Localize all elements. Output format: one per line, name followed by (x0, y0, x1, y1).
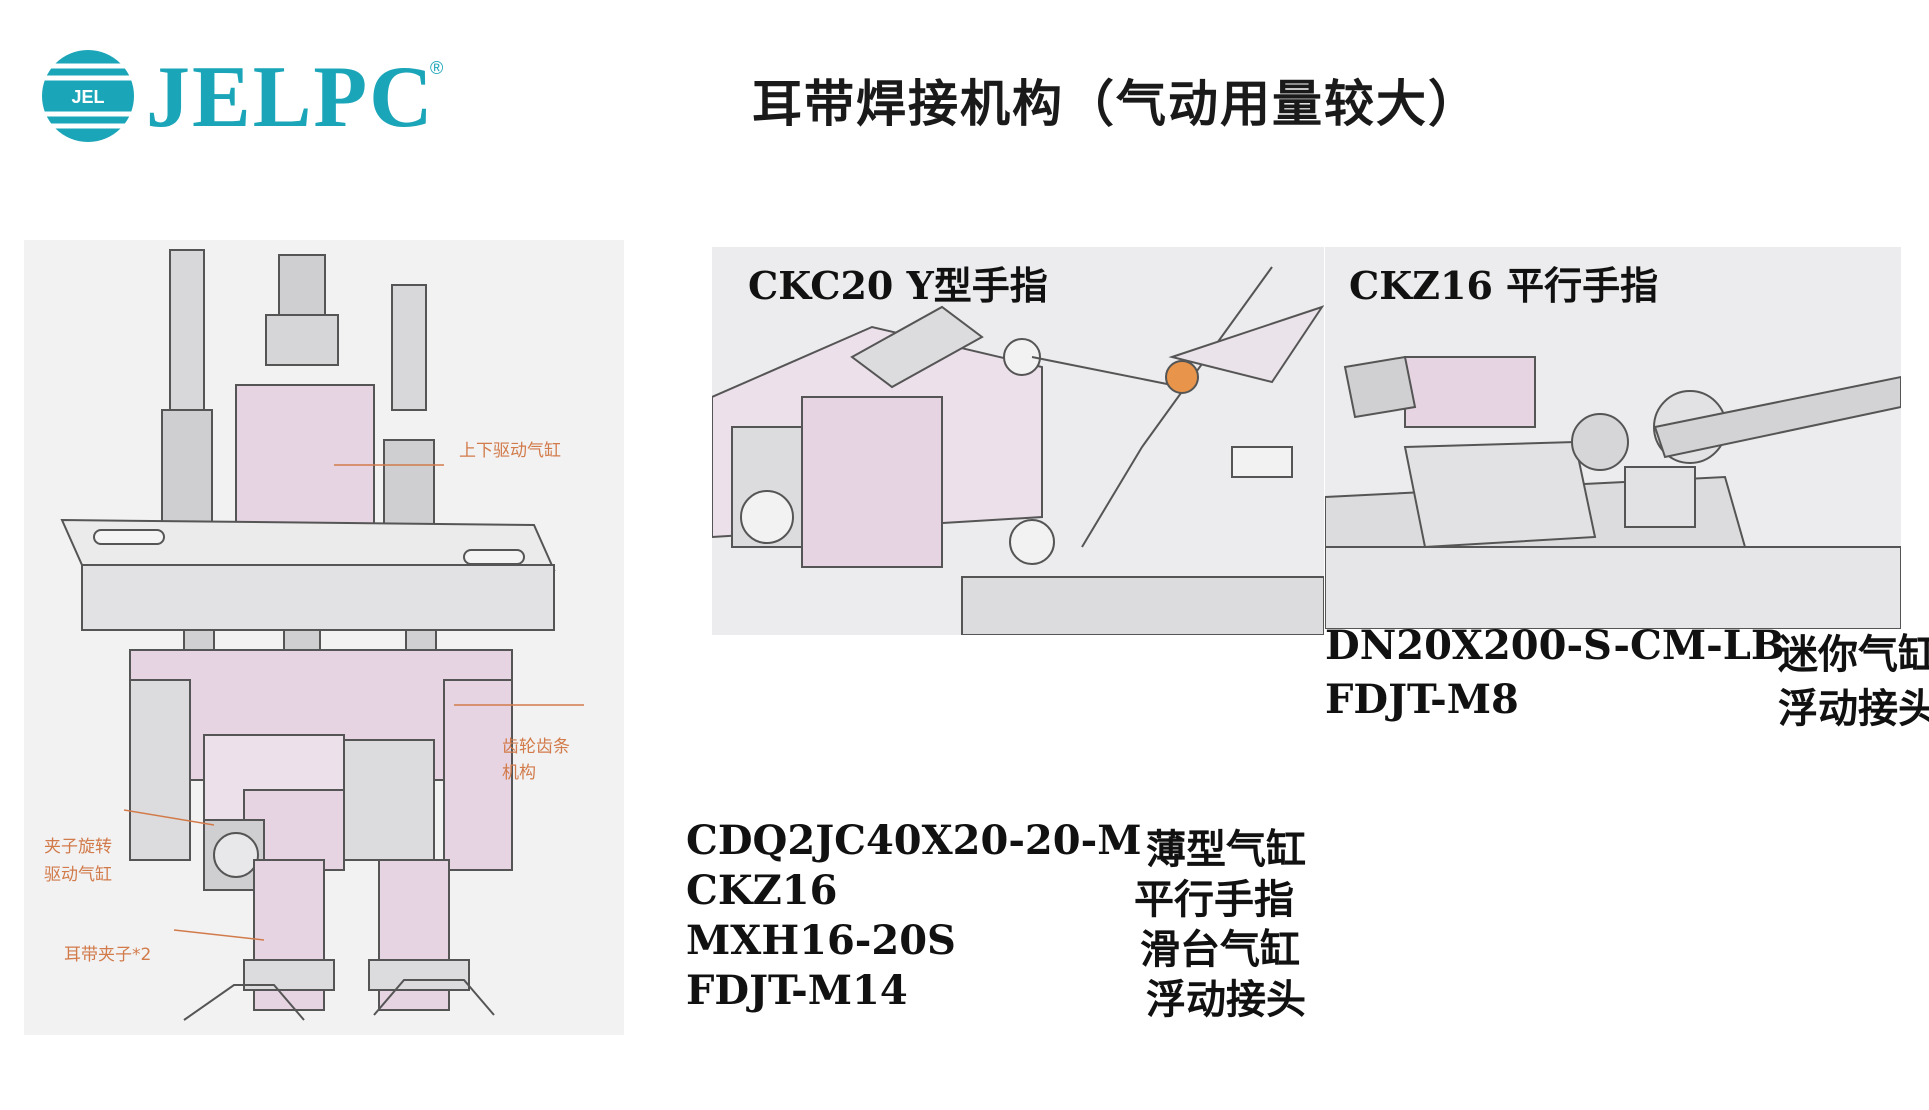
y-finger-drawing: CKC20 Y型手指 (712, 247, 1324, 635)
spec-model: MXH16-20S (686, 917, 956, 964)
spec-model: CDQ2JC40X20-20-M (686, 817, 1142, 864)
brand-logo: JEL JELPC ® (38, 44, 458, 146)
spec-name: 平行手指 (1134, 876, 1294, 923)
callout-gear-rack-line1: 齿轮齿条 (502, 737, 570, 757)
callout-clamp-rotate-line1: 夹子旋转 (44, 837, 112, 857)
page-title: 耳带焊接机构（气动用量较大） (752, 74, 1480, 133)
label-parallel-finger: CKZ16 平行手指 (1349, 263, 1659, 308)
spec-name: 薄型气缸 (1146, 826, 1306, 873)
logo-mark-letters: JEL (71, 87, 104, 107)
callout-ear-clamp: 耳带夹子*2 (64, 945, 152, 965)
parallel-finger-drawing: CKZ16 平行手指 (1325, 247, 1901, 629)
spec-name: 浮动接头 (1778, 685, 1929, 732)
registered-mark: ® (430, 58, 444, 78)
assembly-illustration (60, 249, 584, 1021)
spec-model: CKZ16 (686, 867, 838, 914)
logo-wordmark: JELPC (146, 49, 435, 146)
callout-clamp-rotate-line2: 驱动气缸 (44, 865, 112, 885)
callout-gear-rack-line2: 机构 (502, 763, 536, 783)
y-finger-illustration (712, 266, 1324, 635)
spec-model: FDJT-M14 (686, 967, 908, 1014)
callout-updown-cylinder: 上下驱动气缸 (459, 441, 561, 461)
spec-name: 滑台气缸 (1140, 926, 1300, 973)
spec-model: FDJT-M8 (1325, 676, 1519, 723)
label-y-finger: CKC20 Y型手指 (748, 263, 1048, 308)
spec-model: DN20X200-S-CM-LB (1325, 622, 1785, 669)
logo-mark-icon: JEL (40, 50, 136, 142)
mechanism-assembly-drawing: 上下驱动气缸 齿轮齿条 机构 夹子旋转 驱动气缸 耳带夹子*2 (24, 240, 624, 1035)
parallel-finger-illustration (1325, 355, 1901, 629)
spec-name: 浮动接头 (1146, 976, 1306, 1023)
spec-name: 迷你气缸 (1778, 631, 1929, 678)
